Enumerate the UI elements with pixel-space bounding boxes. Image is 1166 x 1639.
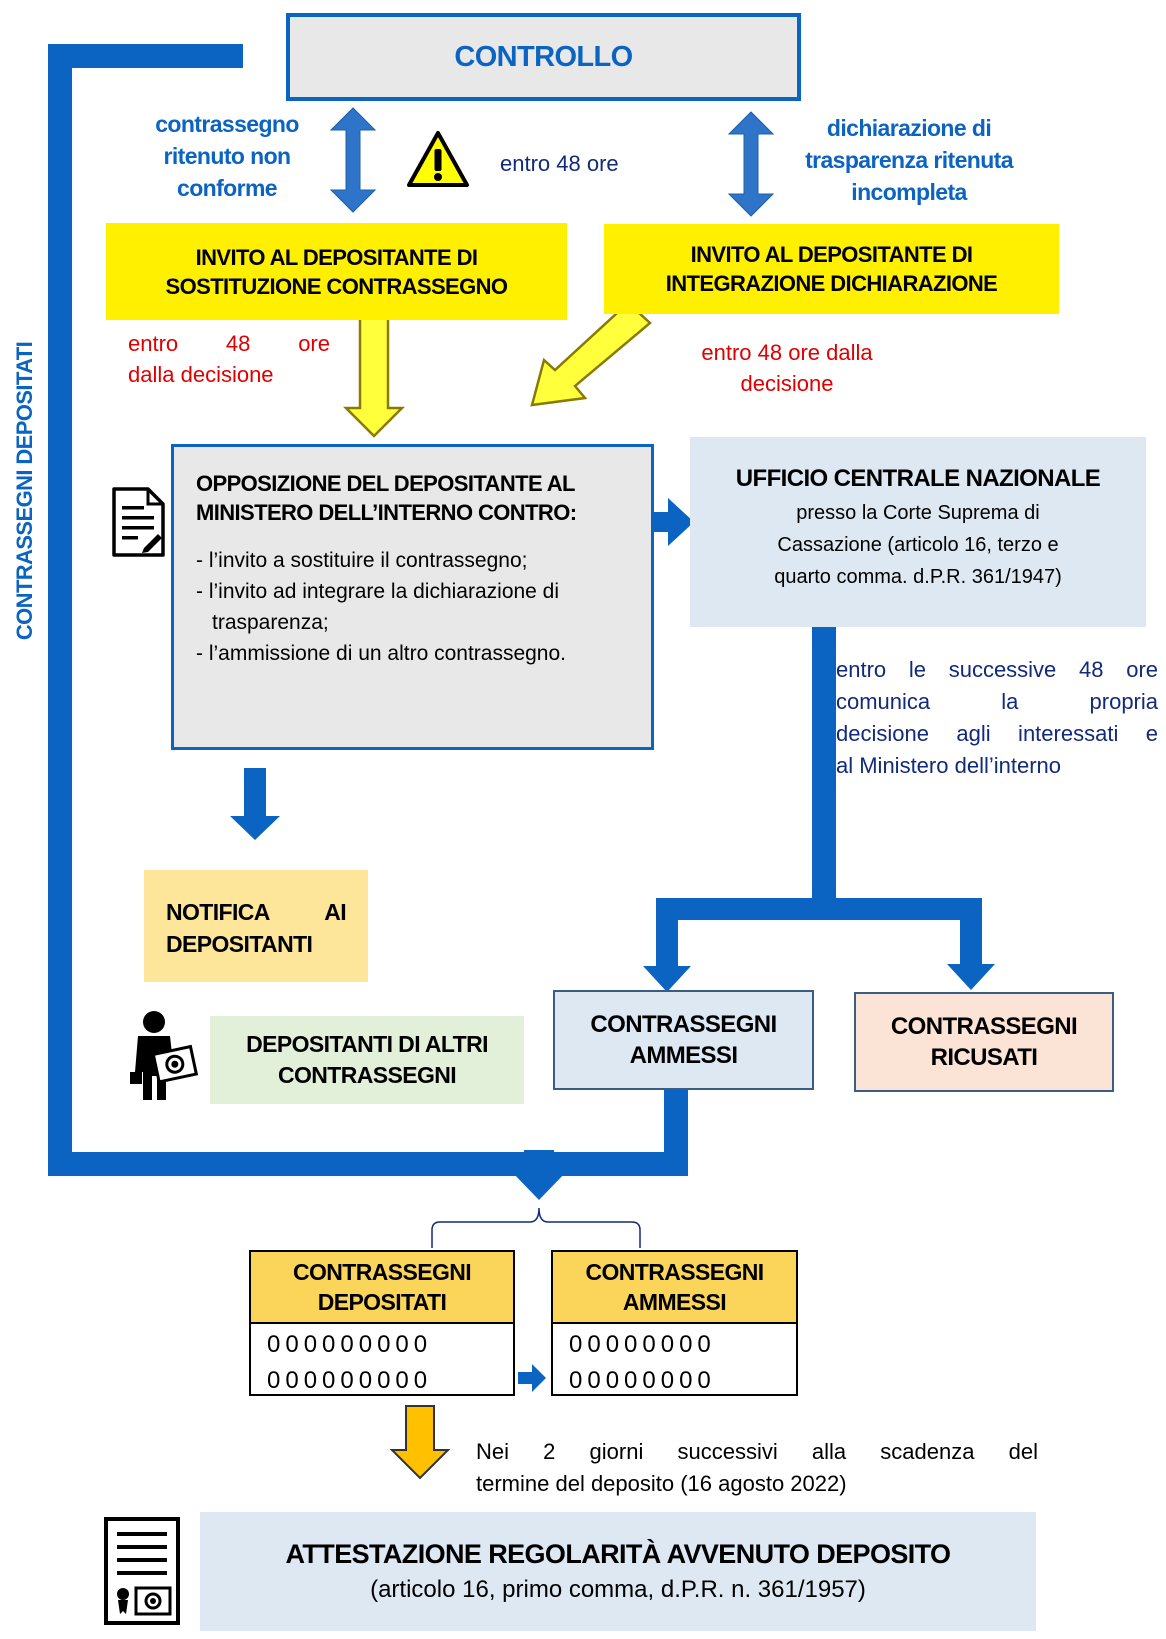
yellow-arrow-to-attestazione bbox=[389, 1405, 451, 1480]
table-row: 000000000 bbox=[267, 1367, 433, 1394]
decision-left-line1: entro 48 ore bbox=[128, 331, 330, 356]
ufficio-down-bar bbox=[812, 626, 836, 908]
table-row: 00000000 bbox=[569, 1331, 716, 1358]
document-icon bbox=[112, 487, 165, 557]
table-depositati-rows: 000000000 000000000 bbox=[251, 1324, 513, 1399]
table-row: 00000000 bbox=[569, 1367, 716, 1394]
certificate-icon bbox=[104, 1517, 180, 1625]
merge-arrowhead bbox=[510, 1170, 568, 1200]
double-arrow-right bbox=[727, 111, 775, 217]
controllo-title: CONTROLLO bbox=[454, 40, 633, 73]
arrow-to-ammessi bbox=[643, 966, 691, 992]
table-row: 000000000 bbox=[267, 1331, 433, 1358]
opposizione-item: - l’ammissione di un altro contrassegno. bbox=[196, 642, 567, 665]
double-arrow-left bbox=[329, 107, 377, 213]
comunica-text: entro le successive 48 ore comunica la p… bbox=[836, 657, 1158, 778]
loop-left-bar bbox=[48, 44, 72, 1174]
ufficio-title: UFFICIO CENTRALE NAZIONALE bbox=[735, 465, 1101, 492]
arrow-to-ricusati bbox=[947, 964, 995, 990]
nei-giorni-text: Nei 2 giorni successivi alla scadenza de… bbox=[476, 1439, 1038, 1496]
time-48: entro 48 ore bbox=[500, 151, 619, 176]
opposizione-item: - l’invito ad integrare la dichiarazione… bbox=[196, 580, 560, 603]
warning-icon bbox=[407, 131, 469, 187]
arrow-between-tables bbox=[518, 1364, 546, 1392]
table-ammessi-rows: 00000000 00000000 bbox=[553, 1324, 796, 1399]
side-label: CONTRASSEGNI DEPOSITATI bbox=[12, 341, 38, 641]
opposizione-items: - l’invito a sostituire il contrassegno;… bbox=[196, 545, 641, 669]
ammessi-down-bar bbox=[664, 1080, 688, 1176]
branch-bar bbox=[656, 898, 982, 920]
loop-bottom-bar bbox=[48, 1152, 688, 1176]
attestazione-subtitle: (articolo 16, primo comma, d.P.R. n. 361… bbox=[370, 1576, 866, 1603]
opposizione-item: - l’invito a sostituire il contrassegno; bbox=[196, 549, 528, 572]
ufficio-box: UFFICIO CENTRALE NAZIONALE presso la Cor… bbox=[690, 437, 1146, 627]
loop-top-bar bbox=[48, 44, 243, 68]
yellow-arrow-down bbox=[342, 301, 406, 438]
arrow-to-ufficio bbox=[648, 498, 694, 546]
notifica-box: NOTIFICA AI DEPOSITANTI bbox=[144, 870, 368, 982]
opposizione-item: trasparenza; bbox=[212, 611, 329, 634]
attestazione-title: ATTESTAZIONE REGOLARITÀ AVVENUTO DEPOSIT… bbox=[285, 1539, 952, 1569]
arrow-to-notifica bbox=[230, 768, 280, 840]
person-icon bbox=[130, 1011, 199, 1100]
yellow-arrow-diagonal bbox=[530, 301, 652, 407]
decision-left-line2: dalla decisione bbox=[128, 362, 274, 387]
controllo-box: CONTROLLO bbox=[286, 13, 801, 101]
attestazione-box: ATTESTAZIONE REGOLARITÀ AVVENUTO DEPOSIT… bbox=[200, 1512, 1036, 1631]
merge-brace bbox=[431, 1207, 641, 1248]
